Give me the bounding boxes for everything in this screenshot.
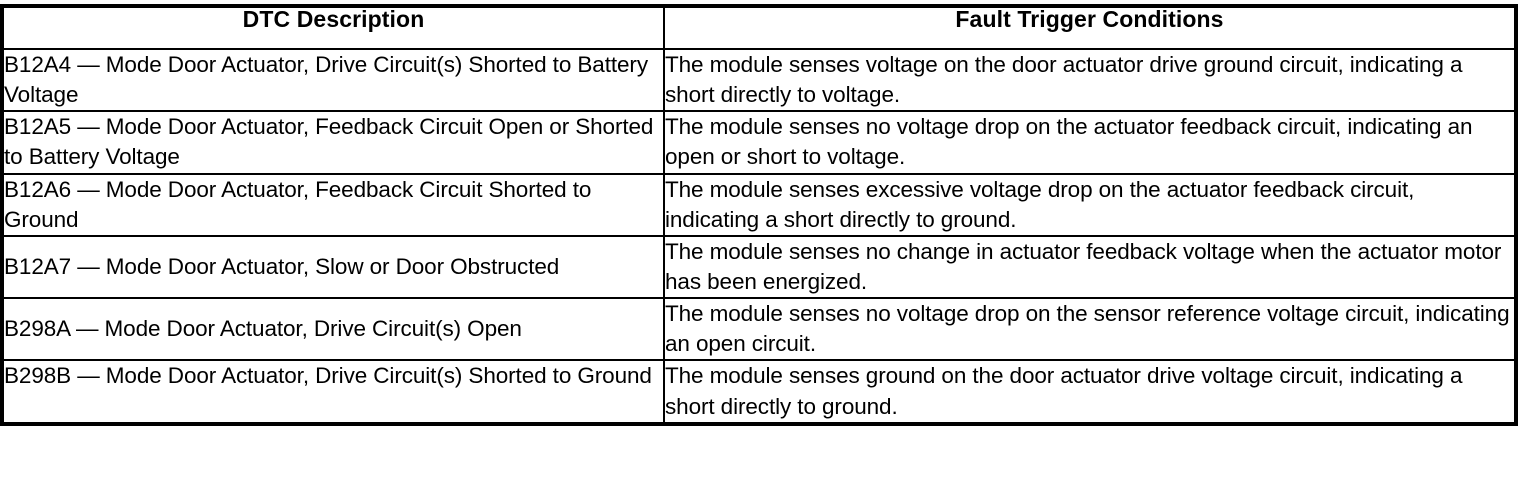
cell-dtc-description: B12A5 — Mode Door Actuator, Feedback Cir… — [1, 110, 665, 175]
dtc-table-container: DTC Description Fault Trigger Conditions… — [0, 4, 1518, 486]
fault-trigger-conditions-text: The module senses ground on the door act… — [665, 363, 1463, 419]
fault-trigger-conditions-text: The module senses excessive voltage drop… — [665, 176, 1415, 232]
column-header-fault-trigger-conditions: Fault Trigger Conditions — [663, 5, 1517, 50]
dtc-description-text: B12A6 — Mode Door Actuator, Feedback Cir… — [4, 176, 592, 232]
table-row: B298A — Mode Door Actuator, Drive Circui… — [1, 297, 1517, 362]
table-row: B12A4 — Mode Door Actuator, Drive Circui… — [1, 47, 1517, 113]
table-row: B12A6 — Mode Door Actuator, Feedback Cir… — [1, 172, 1517, 237]
cell-fault-trigger-conditions: The module senses voltage on the door ac… — [663, 47, 1517, 113]
dtc-description-text: B298A — Mode Door Actuator, Drive Circui… — [4, 316, 522, 342]
fault-trigger-conditions-text: The module senses no change in actuator … — [665, 238, 1502, 294]
table-header: DTC Description Fault Trigger Conditions — [1, 5, 1517, 50]
cell-dtc-description: B12A4 — Mode Door Actuator, Drive Circui… — [1, 47, 665, 113]
cell-dtc-description: B12A7 — Mode Door Actuator, Slow or Door… — [1, 234, 665, 300]
dtc-description-text: B12A5 — Mode Door Actuator, Feedback Cir… — [4, 114, 654, 170]
cell-fault-trigger-conditions: The module senses excessive voltage drop… — [663, 172, 1517, 237]
dtc-description-text: B298B — Mode Door Actuator, Drive Circui… — [4, 363, 652, 389]
cell-fault-trigger-conditions: The module senses no voltage drop on the… — [663, 110, 1517, 175]
dtc-description-text: B12A7 — Mode Door Actuator, Slow or Door… — [4, 253, 560, 279]
cell-dtc-description: B298B — Mode Door Actuator, Drive Circui… — [1, 359, 665, 425]
table-body: B12A4 — Mode Door Actuator, Drive Circui… — [1, 47, 1517, 425]
cell-dtc-description: B298A — Mode Door Actuator, Drive Circui… — [1, 297, 665, 362]
table-row: B12A5 — Mode Door Actuator, Feedback Cir… — [1, 110, 1517, 175]
dtc-description-text: B12A4 — Mode Door Actuator, Drive Circui… — [4, 52, 648, 108]
table-header-row: DTC Description Fault Trigger Conditions — [1, 5, 1517, 50]
column-header-dtc-description: DTC Description — [1, 5, 665, 50]
cell-fault-trigger-conditions: The module senses no voltage drop on the… — [663, 297, 1517, 362]
fault-trigger-conditions-text: The module senses voltage on the door ac… — [665, 52, 1463, 108]
fault-trigger-conditions-text: The module senses no voltage drop on the… — [665, 301, 1510, 357]
cell-fault-trigger-conditions: The module senses no change in actuator … — [663, 234, 1517, 300]
dtc-fault-table: DTC Description Fault Trigger Conditions… — [0, 4, 1518, 426]
table-row: B298B — Mode Door Actuator, Drive Circui… — [1, 359, 1517, 425]
table-row: B12A7 — Mode Door Actuator, Slow or Door… — [1, 234, 1517, 300]
cell-dtc-description: B12A6 — Mode Door Actuator, Feedback Cir… — [1, 172, 665, 237]
cell-fault-trigger-conditions: The module senses ground on the door act… — [663, 359, 1517, 425]
fault-trigger-conditions-text: The module senses no voltage drop on the… — [665, 114, 1473, 170]
